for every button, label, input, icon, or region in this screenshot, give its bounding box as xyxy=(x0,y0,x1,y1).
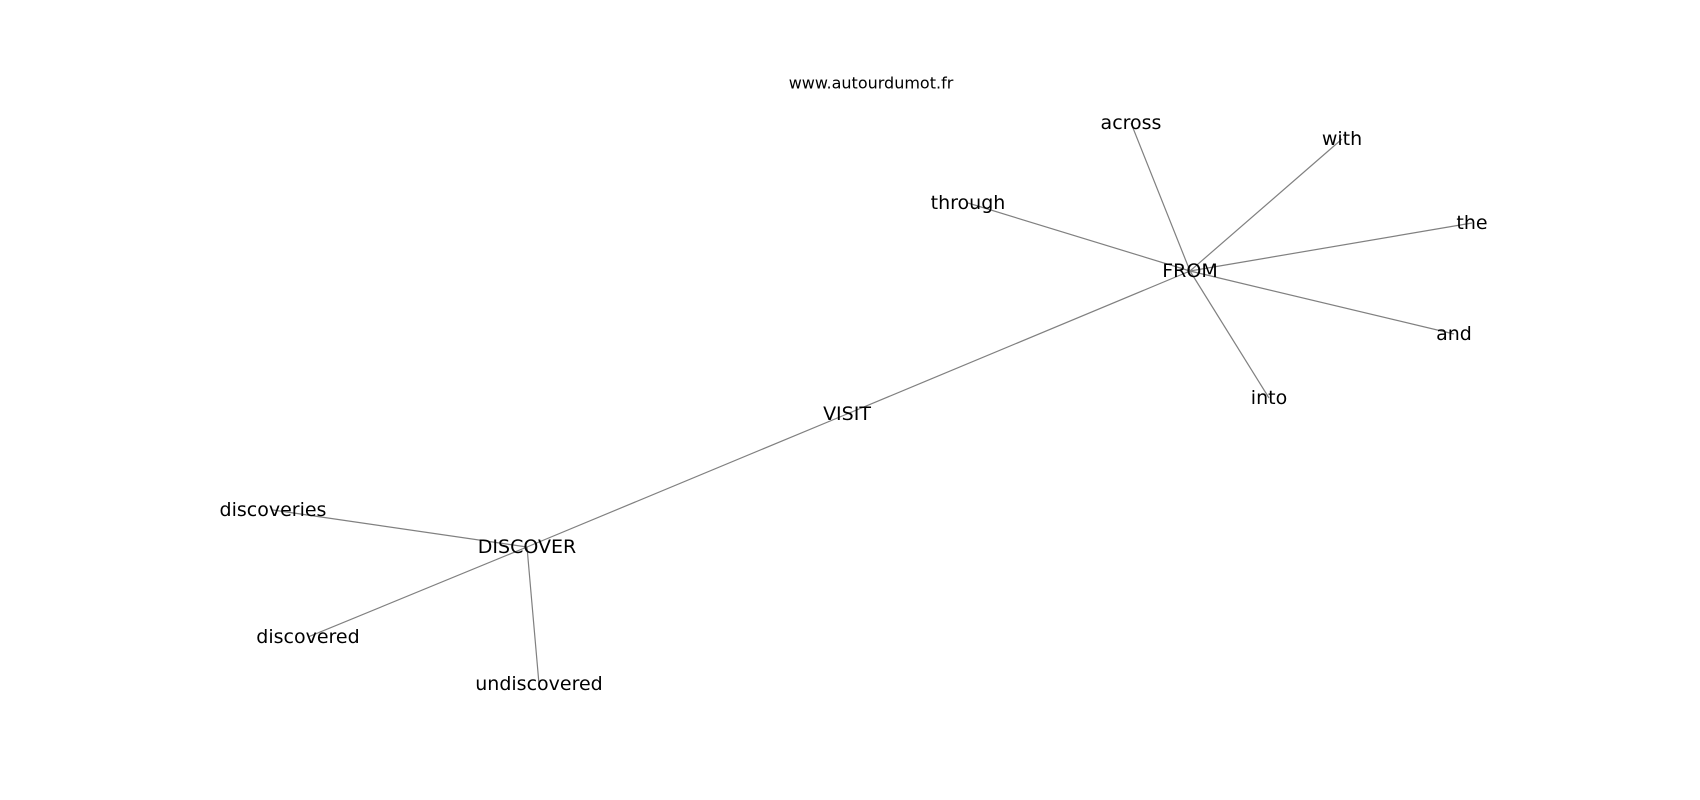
leaf-node-discoveries: discoveries xyxy=(220,499,327,521)
leaf-node-through: through xyxy=(931,192,1006,214)
leaf-node-with: with xyxy=(1322,128,1362,150)
nodes-layer: VISIT FROM DISCOVER across with through the and… xyxy=(220,112,1488,695)
edge-discover-discoveries xyxy=(272,509,528,548)
leaf-node-undiscovered: undiscovered xyxy=(475,673,602,695)
hub-node-from: FROM xyxy=(1162,260,1217,282)
edge-from-and xyxy=(1189,270,1455,335)
edge-from-across xyxy=(1130,122,1191,272)
leaf-node-the: the xyxy=(1456,212,1487,234)
edge-from-into xyxy=(1189,270,1270,399)
leaf-node-into: into xyxy=(1251,387,1287,409)
leaf-node-and: and xyxy=(1436,323,1472,345)
watermark-text: www.autourdumot.fr xyxy=(789,74,954,93)
edge-discover-undiscovered xyxy=(526,546,540,685)
edge-visit-from xyxy=(846,270,1191,415)
leaf-node-discovered: discovered xyxy=(256,626,359,648)
hub-node-discover: DISCOVER xyxy=(478,536,576,558)
hub-node-visit: VISIT xyxy=(823,403,871,425)
edge-from-through xyxy=(967,202,1191,272)
leaf-node-across: across xyxy=(1101,112,1162,134)
edge-from-with xyxy=(1189,138,1343,272)
edge-from-the xyxy=(1189,222,1473,272)
edge-visit-discover xyxy=(526,413,848,548)
edges-layer xyxy=(272,122,1473,685)
edge-discover-discovered xyxy=(307,546,528,638)
